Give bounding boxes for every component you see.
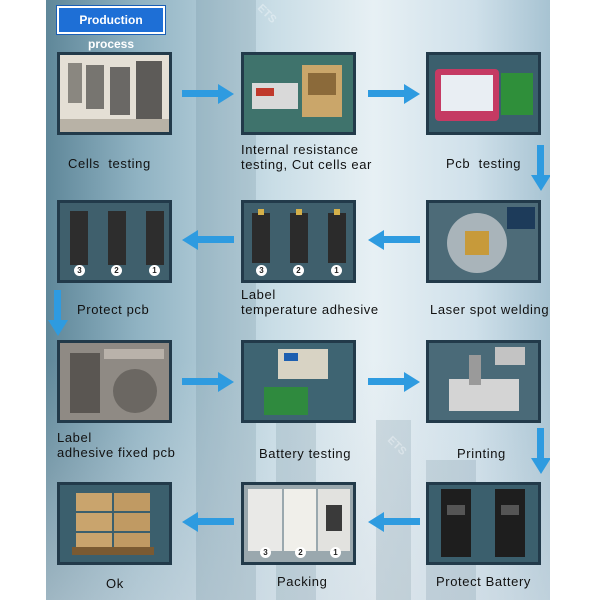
photo-cells-testing bbox=[57, 52, 172, 135]
photo-protect-battery bbox=[426, 482, 541, 565]
photo-ok bbox=[57, 482, 172, 565]
arrow-right-icon bbox=[182, 372, 234, 392]
finished-battery-illustration bbox=[429, 485, 538, 562]
pcb-tester-illustration bbox=[429, 55, 538, 132]
step-label-internal-resistance: Internal resistance testing, Cut cells e… bbox=[241, 142, 372, 172]
step-number-badge: 3 bbox=[74, 265, 85, 276]
step-label-printing: Printing bbox=[457, 446, 506, 461]
arrow-down-icon bbox=[531, 428, 550, 474]
step-label-protect-battery: Protect Battery bbox=[436, 574, 531, 589]
photo-internal-resistance bbox=[241, 52, 356, 135]
resistance-tester-illustration bbox=[244, 55, 353, 132]
palletized-boxes-illustration bbox=[60, 485, 169, 562]
photo-label-temperature-adhesive: 3 2 1 bbox=[241, 200, 356, 283]
step-label-cells-testing: Cells testing bbox=[68, 156, 151, 171]
battery-tester-illustration bbox=[244, 343, 353, 420]
arrow-left-icon bbox=[182, 230, 234, 250]
printing-machine-illustration bbox=[429, 343, 538, 420]
step-label-ok: Ok bbox=[106, 576, 124, 591]
step-label-laser-spot-welding: Laser spot welding bbox=[430, 302, 550, 317]
watermark-text: ETS bbox=[254, 2, 279, 26]
cells-testing-illustration bbox=[60, 55, 169, 132]
photo-protect-pcb: 3 2 1 bbox=[57, 200, 172, 283]
arrow-down-icon bbox=[48, 290, 68, 336]
step-number-badge: 3 bbox=[256, 265, 267, 276]
labelling-machine-illustration bbox=[60, 343, 169, 420]
step-label-battery-testing: Battery testing bbox=[259, 446, 352, 461]
photo-printing bbox=[426, 340, 541, 423]
step-number-badge: 1 bbox=[149, 265, 160, 276]
page-title: Production process bbox=[57, 6, 165, 51]
step-label-packing: Packing bbox=[277, 574, 328, 589]
arrow-right-icon bbox=[182, 84, 234, 104]
photo-label-adhesive-fixed-pcb bbox=[57, 340, 172, 423]
arrow-right-icon bbox=[368, 84, 420, 104]
step-number-badge: 2 bbox=[295, 547, 306, 558]
arrow-right-icon bbox=[368, 372, 420, 392]
background-building bbox=[376, 420, 411, 600]
step-label-temperature-adhesive: Label temperature adhesive bbox=[241, 287, 379, 317]
arrow-down-icon bbox=[531, 145, 550, 191]
laser-welding-illustration bbox=[429, 203, 538, 280]
arrow-left-icon bbox=[368, 512, 420, 532]
step-label-protect-pcb: Protect pcb bbox=[77, 302, 150, 317]
labelled-cells-illustration bbox=[244, 203, 353, 280]
step-number-badge: 1 bbox=[331, 265, 342, 276]
step-number-badge: 2 bbox=[111, 265, 122, 276]
production-process-canvas: ETS ETS ETS Production process bbox=[46, 0, 550, 600]
step-label-adhesive-fixed-pcb: Label adhesive fixed pcb bbox=[57, 430, 176, 460]
photo-packing: 3 2 1 bbox=[241, 482, 356, 565]
photo-laser-spot-welding bbox=[426, 200, 541, 283]
photo-pcb-testing bbox=[426, 52, 541, 135]
photo-battery-testing bbox=[241, 340, 356, 423]
arrow-left-icon bbox=[182, 512, 234, 532]
step-number-badge: 2 bbox=[293, 265, 304, 276]
step-number-badge: 3 bbox=[260, 547, 271, 558]
step-label-pcb-testing: Pcb testing bbox=[446, 156, 522, 171]
arrow-left-icon bbox=[368, 230, 420, 250]
step-number-badge: 1 bbox=[330, 547, 341, 558]
